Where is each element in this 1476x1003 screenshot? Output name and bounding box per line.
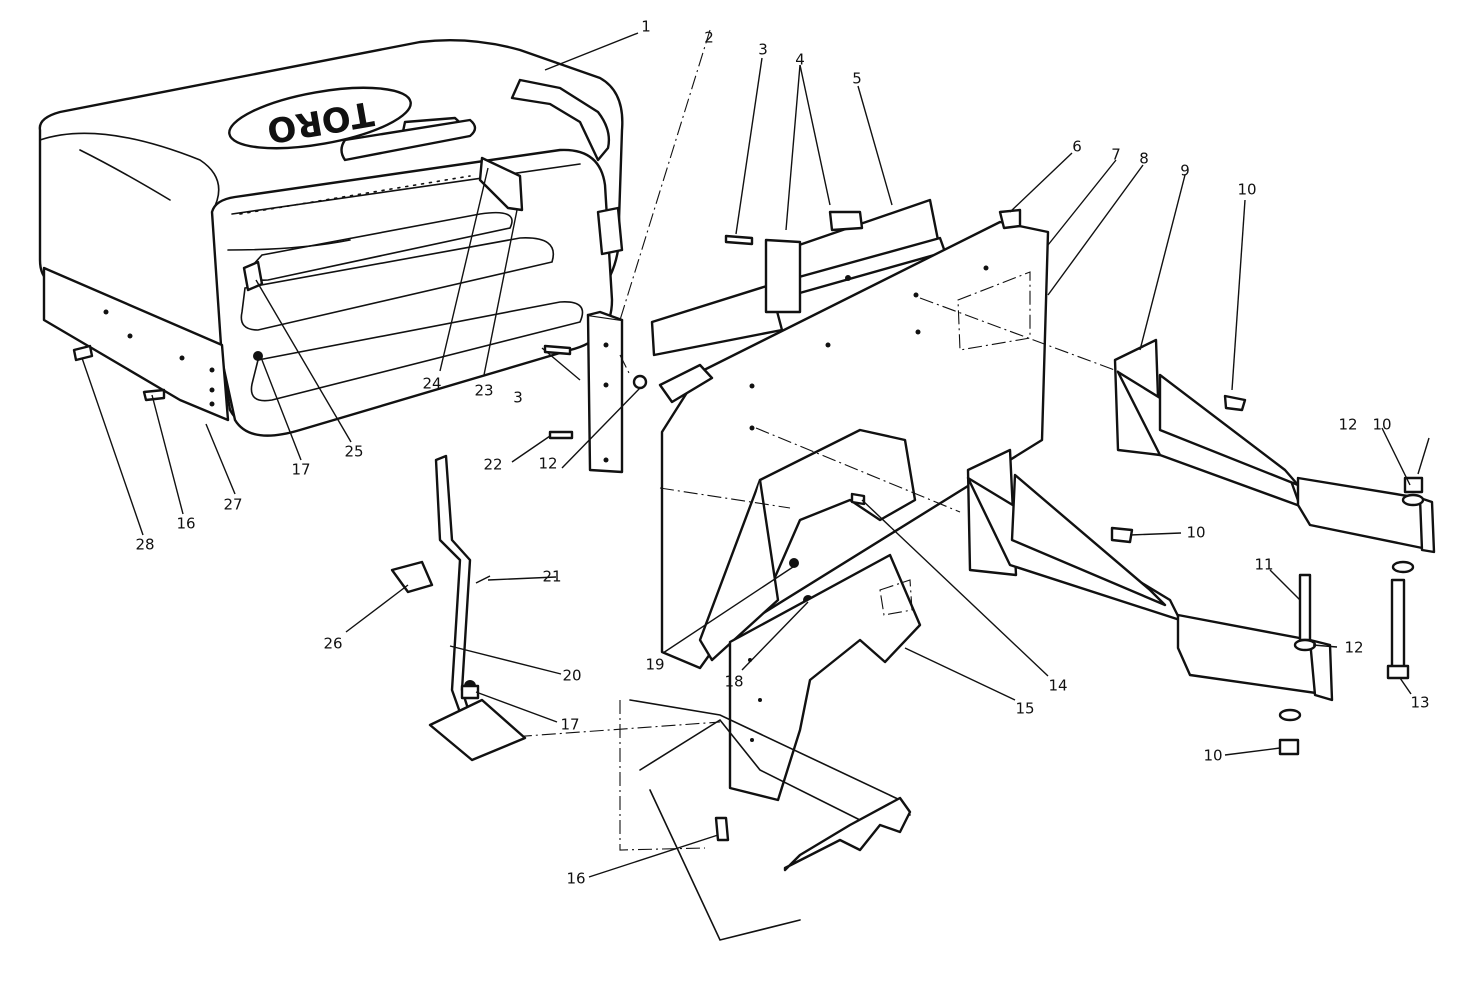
callout-18: 18: [724, 673, 743, 691]
callout-12: 12: [538, 455, 557, 473]
callout-2: 2: [704, 29, 714, 47]
callout-12: 12: [1344, 639, 1363, 657]
lower-mounting-arm: [966, 448, 1334, 702]
callout-5: 5: [852, 70, 862, 88]
fasteners: [460, 234, 1425, 842]
bottom-scraper-plate: [469, 699, 912, 941]
leader-lines: [81, 32, 1430, 878]
callout-19: 19: [645, 656, 664, 674]
alignment-lines: [619, 29, 1121, 513]
callout-7: 7: [1111, 146, 1121, 164]
callout-27: 27: [223, 496, 242, 514]
vertical-bracket: [586, 310, 624, 474]
lift-handle: [390, 454, 527, 762]
grass-bag: TORO: [38, 39, 624, 437]
callout-6: 6: [1072, 138, 1082, 156]
upper-mounting-arm: [1113, 338, 1436, 554]
callout-1: 1: [641, 18, 651, 36]
callout-13: 13: [1410, 694, 1429, 712]
callout-17: 17: [560, 716, 579, 734]
callout-3: 3: [758, 41, 768, 59]
callout-10: 10: [1186, 524, 1205, 542]
side-plate: [728, 553, 922, 802]
callout-labels: 1 2 3 3 4 5 6 7 8 9 10 10 10 10 11 12 12…: [135, 18, 1429, 888]
callout-14: 14: [1048, 677, 1067, 695]
callout-17: 17: [291, 461, 310, 479]
callout-10: 10: [1372, 416, 1391, 434]
callout-12: 12: [1338, 416, 1357, 434]
callout-16: 16: [566, 870, 585, 888]
callout-22: 22: [483, 456, 502, 474]
callout-8: 8: [1139, 150, 1149, 168]
top-channel: [650, 198, 947, 357]
callout-20: 20: [562, 667, 581, 685]
callout-28: 28: [135, 536, 154, 554]
callout-25: 25: [344, 443, 363, 461]
callout-9: 9: [1180, 162, 1190, 180]
callout-21: 21: [542, 568, 561, 586]
callout-11: 11: [1254, 556, 1273, 574]
callout-24: 24: [422, 375, 441, 393]
callout-4: 4: [795, 51, 805, 69]
center-frame: [698, 428, 917, 662]
callout-26: 26: [323, 635, 342, 653]
callout-10: 10: [1237, 181, 1256, 199]
callout-23: 23: [474, 382, 493, 400]
callout-3: 3: [513, 389, 523, 407]
callout-16: 16: [176, 515, 195, 533]
callout-10: 10: [1203, 747, 1222, 765]
callout-15: 15: [1015, 700, 1034, 718]
